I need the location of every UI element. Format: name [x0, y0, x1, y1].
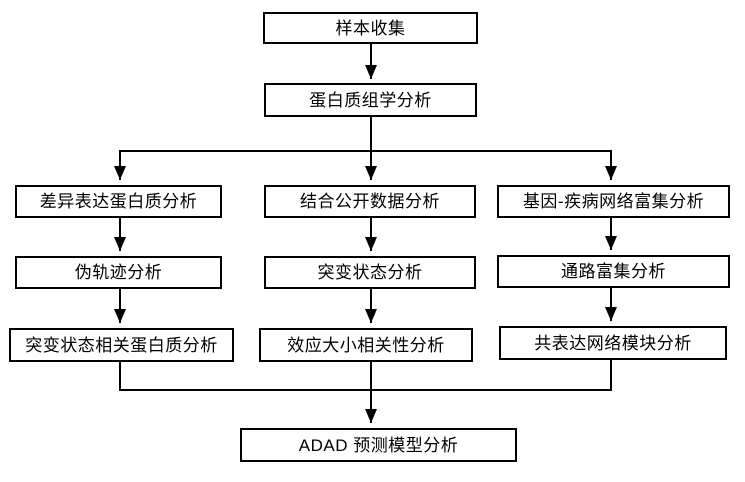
flow-node-pathway-enrichment: 通路富集分析	[497, 255, 730, 288]
flow-node-adad-prediction-model: ADAD 预测模型分析	[240, 428, 517, 462]
flow-node-mutation-status: 突变状态分析	[264, 256, 476, 289]
flow-node-proteomics-analysis: 蛋白质组学分析	[264, 83, 477, 117]
flow-node-pseudotrajectory: 伪轨迹分析	[15, 256, 222, 289]
flow-node-sample-collection: 样本收集	[263, 12, 478, 44]
flow-node-public-data-analysis: 结合公开数据分析	[264, 185, 476, 218]
flow-node-mutation-related-protein: 突变状态相关蛋白质分析	[9, 328, 234, 362]
flow-node-effect-size-correlation: 效应大小相关性分析	[259, 328, 473, 362]
flow-node-gene-disease-network: 基因-疾病网络富集分析	[497, 185, 730, 218]
flow-node-differential-expression: 差异表达蛋白质分析	[15, 185, 222, 218]
flow-node-coexpression-module: 共表达网络模块分析	[499, 326, 727, 360]
